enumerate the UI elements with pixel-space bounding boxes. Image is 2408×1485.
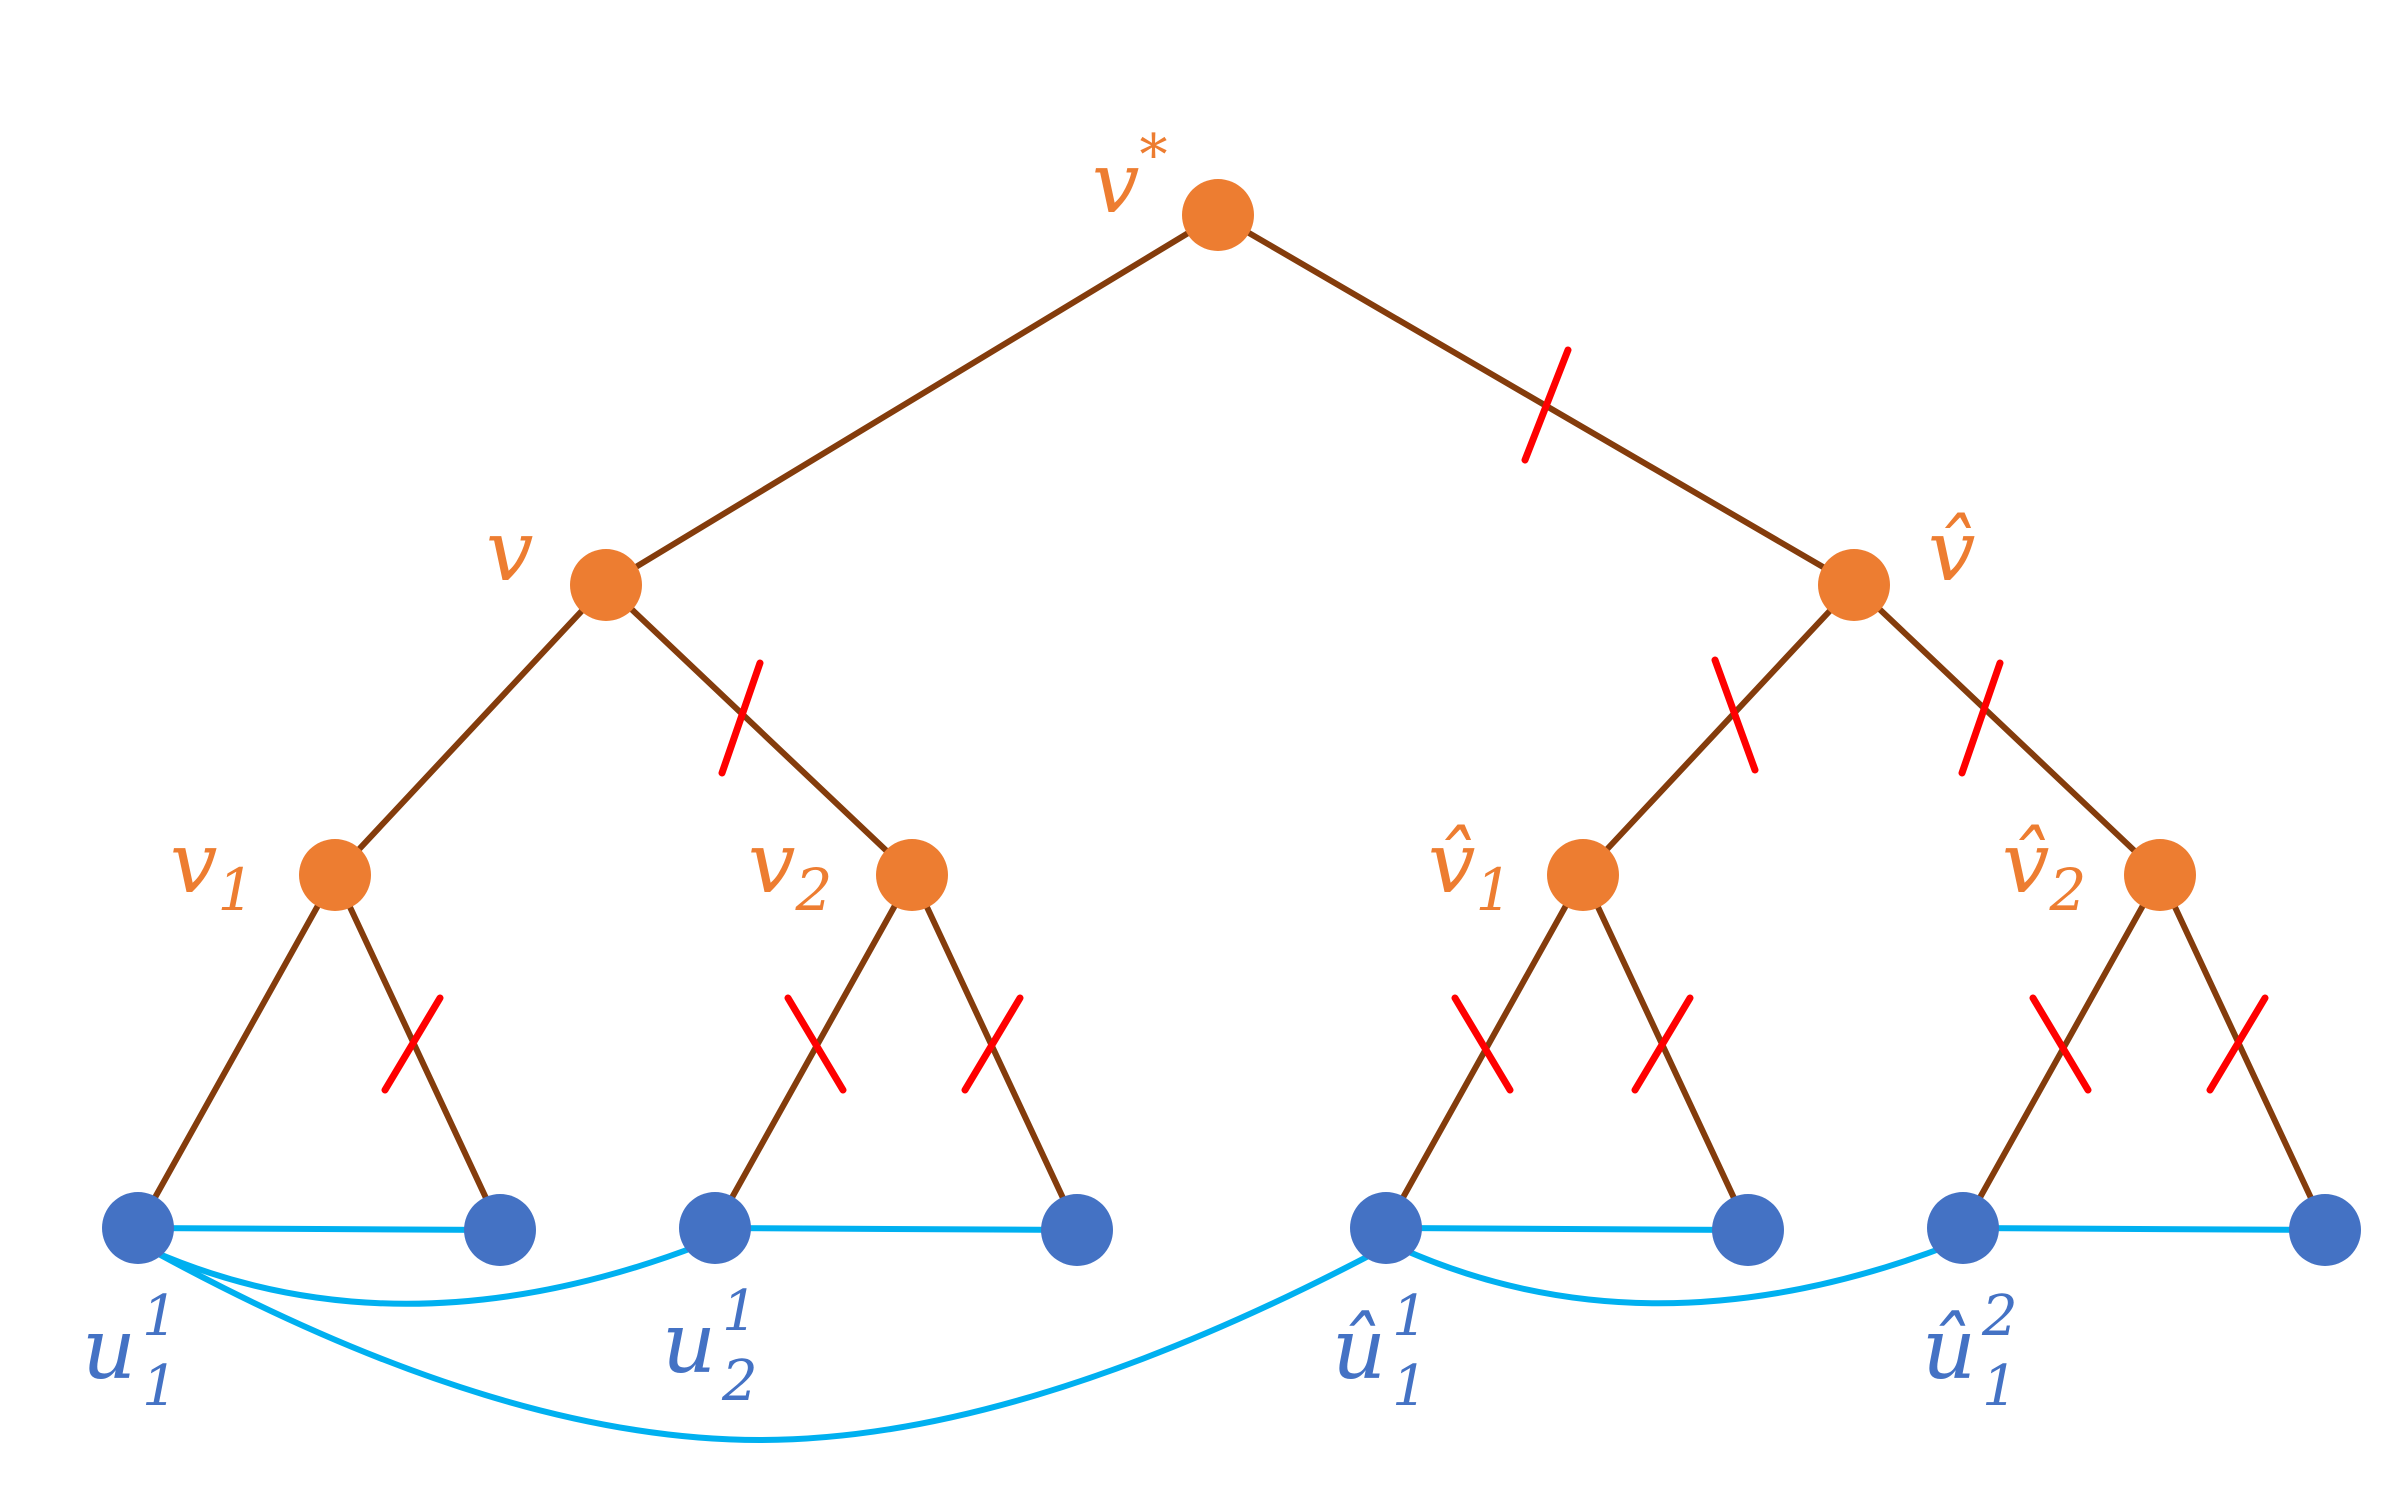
leaf-nodes — [102, 1192, 2361, 1266]
cut-marks — [381, 346, 2269, 1094]
label-sub: 1 — [217, 856, 254, 924]
label-sub: 1 — [142, 1354, 178, 1419]
cut-mark — [1451, 994, 1514, 1094]
label-uhat11: û 1 1 — [1332, 1284, 1428, 1419]
label-base: v̂ — [1428, 814, 1475, 912]
label-base: v̂ — [1928, 502, 1975, 600]
label-sup: 1 — [722, 1279, 758, 1344]
cut-mark — [2029, 994, 2092, 1094]
tree-edges — [135, 212, 2328, 1231]
label-base: v — [748, 814, 795, 912]
edge-v-v1 — [332, 582, 609, 878]
label-sub: 1 — [1982, 1354, 2018, 1419]
cut-mark — [718, 659, 764, 777]
label-v-star: v* — [1092, 123, 1167, 232]
cut-mark — [1711, 656, 1759, 774]
label-sup: 1 — [1392, 1284, 1428, 1349]
label-v-hat2: v̂2 — [2002, 814, 2086, 924]
label-u11: u 1 1 — [82, 1284, 178, 1419]
edge-vhat2-leaf8 — [2157, 872, 2328, 1231]
edge-v1-leaf1 — [135, 872, 338, 1231]
cut-mark — [2206, 994, 2269, 1094]
leaf-node — [1712, 1194, 1784, 1266]
node-v2 — [876, 839, 948, 911]
label-uhat12: û 2 1 — [1922, 1284, 2018, 1419]
label-base: v — [170, 814, 217, 912]
edge-vhat-vhat1 — [1580, 582, 1857, 878]
cut-mark — [784, 994, 847, 1094]
label-base: u — [82, 1300, 136, 1398]
leaf-node-uhat11 — [1350, 1192, 1422, 1264]
label-u21: u 1 2 — [662, 1279, 758, 1414]
node-v-star — [1182, 179, 1254, 251]
node-v-hat1 — [1547, 839, 1619, 911]
edge-v-v2 — [603, 582, 915, 878]
cut-mark — [1958, 659, 2004, 777]
label-base: v — [486, 502, 533, 600]
cut-mark — [1631, 994, 1694, 1094]
leaf-edge-7-8 — [1962, 1225, 2326, 1233]
label-sub: 1 — [1392, 1354, 1428, 1419]
edge-v1-leaf2 — [332, 872, 503, 1231]
leaf-edge-1-2 — [137, 1225, 501, 1233]
label-base: v̂ — [2002, 814, 2049, 912]
label-v-hat: v̂ — [1928, 502, 1975, 600]
leaf-edge-u11-u21 — [148, 1242, 702, 1307]
leaf-node — [464, 1194, 536, 1266]
label-v: v — [486, 502, 533, 600]
label-v-hat1: v̂1 — [1428, 814, 1512, 924]
leaf-node-u11 — [102, 1192, 174, 1264]
label-base: v — [1092, 134, 1139, 232]
leaf-edges — [137, 1225, 2326, 1444]
edge-vstar-v — [603, 212, 1221, 588]
node-v-hat2 — [2124, 839, 2196, 911]
leaf-edge-uhat11-uhat12 — [1398, 1242, 1952, 1307]
node-v — [570, 549, 642, 621]
label-sub: 2 — [794, 856, 832, 924]
label-v1: v1 — [170, 814, 254, 924]
leaf-node — [1041, 1194, 1113, 1266]
cut-mark — [1521, 346, 1572, 464]
internal-labels: v* v v̂ v1 v2 v̂1 v̂2 — [170, 123, 2086, 924]
leaf-node-u21 — [679, 1192, 751, 1264]
label-v2: v2 — [748, 814, 832, 924]
internal-nodes — [299, 179, 2196, 911]
edge-vhat1-leaf6 — [1580, 872, 1751, 1231]
label-sub: 1 — [1475, 856, 1512, 924]
cut-mark — [961, 994, 1024, 1094]
label-sup: * — [1139, 123, 1167, 188]
node-v1 — [299, 839, 371, 911]
leaf-edge-5-6 — [1385, 1225, 1749, 1233]
label-sup: 1 — [142, 1284, 178, 1349]
leaf-node — [2289, 1194, 2361, 1266]
label-sub: 2 — [721, 1349, 758, 1414]
label-base: û — [1922, 1300, 1976, 1398]
leaf-edge-u11-uhat11 — [153, 1247, 1382, 1444]
cut-mark — [381, 994, 444, 1094]
edge-vstar-vhat — [1215, 212, 1857, 588]
label-base: û — [1332, 1300, 1386, 1398]
leaf-edge-3-4 — [714, 1225, 1078, 1233]
leaf-node-uhat12 — [1927, 1192, 1999, 1264]
leaf-labels: u 1 1 u 1 2 û 1 1 û 2 1 — [82, 1279, 2018, 1419]
edge-v2-leaf4 — [909, 872, 1080, 1231]
edge-vhat-vhat2 — [1851, 582, 2163, 878]
label-base: u — [662, 1294, 716, 1392]
node-v-hat — [1818, 549, 1890, 621]
label-sub: 2 — [2048, 856, 2086, 924]
edge-v2-leaf3 — [712, 872, 915, 1231]
label-sup: 2 — [1981, 1284, 2018, 1349]
